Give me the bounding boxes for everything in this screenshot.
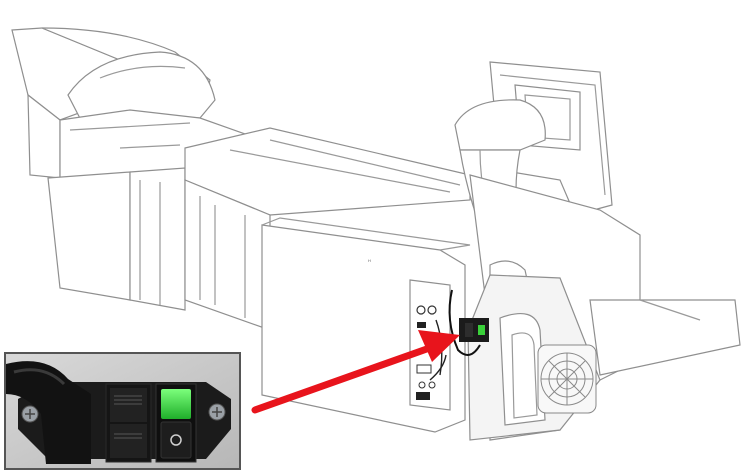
screw-icon	[21, 405, 39, 423]
fuse-holder-icon	[105, 383, 152, 463]
callout-arrow	[251, 330, 460, 414]
electronics-cabinet: H	[261, 217, 489, 433]
right-housing	[467, 174, 741, 441]
power-switch-icon	[155, 383, 197, 463]
cabinet-mark: H	[368, 258, 371, 263]
power-cord-icon	[6, 361, 91, 464]
connector-panel	[416, 305, 447, 400]
power-inlet-photo-inset	[4, 352, 241, 470]
power-inlet-location	[448, 289, 489, 356]
fan-grille	[537, 344, 597, 414]
power-inlet-photo	[6, 354, 239, 468]
screw-icon	[208, 403, 226, 421]
